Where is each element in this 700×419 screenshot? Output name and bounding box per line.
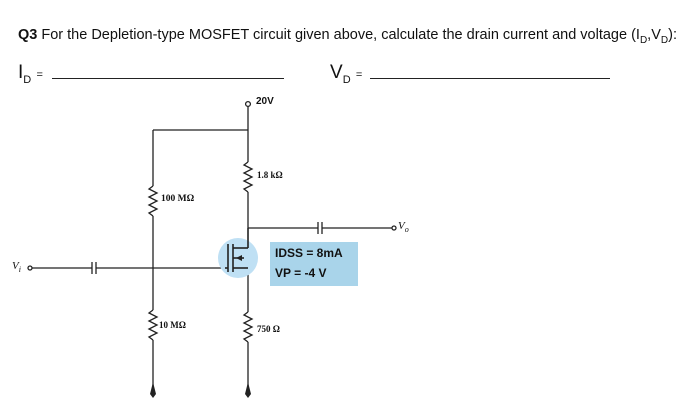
id-answer-blank[interactable]: [52, 78, 284, 79]
r2-resistor: [147, 309, 159, 341]
r1-resistor: [147, 185, 159, 217]
vp-label: VP = -4 V: [275, 266, 327, 280]
id-answer-label: ID =: [18, 62, 43, 86]
parameter-box: [270, 242, 358, 286]
mosfet-symbol-icon: [225, 228, 249, 272]
r2-label: 10 MΩ: [159, 320, 186, 330]
vd-answer-label: VD =: [330, 62, 363, 86]
question-text: Q3 For the Depletion-type MOSFET circuit…: [18, 27, 677, 46]
vi-terminal: [27, 265, 33, 271]
vo-label: Vo: [398, 220, 409, 235]
rd-resistor: [242, 161, 254, 193]
vi-label: Vi: [12, 260, 21, 275]
question-number: Q3: [18, 27, 38, 43]
vo-terminal: [391, 225, 397, 231]
r1-label: 100 MΩ: [161, 194, 195, 204]
supply-label: 20V: [256, 96, 274, 107]
ground-right-icon: [245, 382, 251, 398]
rd-label: 1.8 kΩ: [257, 170, 283, 180]
question-body: For the Depletion-type MOSFET circuit gi…: [41, 27, 640, 43]
idss-label: IDSS = 8mA: [275, 246, 343, 260]
rs-label: 750 Ω: [257, 324, 280, 334]
vd-answer-blank[interactable]: [370, 78, 610, 79]
rs-resistor: [242, 311, 254, 343]
ground-left-icon: [150, 382, 156, 398]
supply-terminal: [244, 100, 252, 108]
